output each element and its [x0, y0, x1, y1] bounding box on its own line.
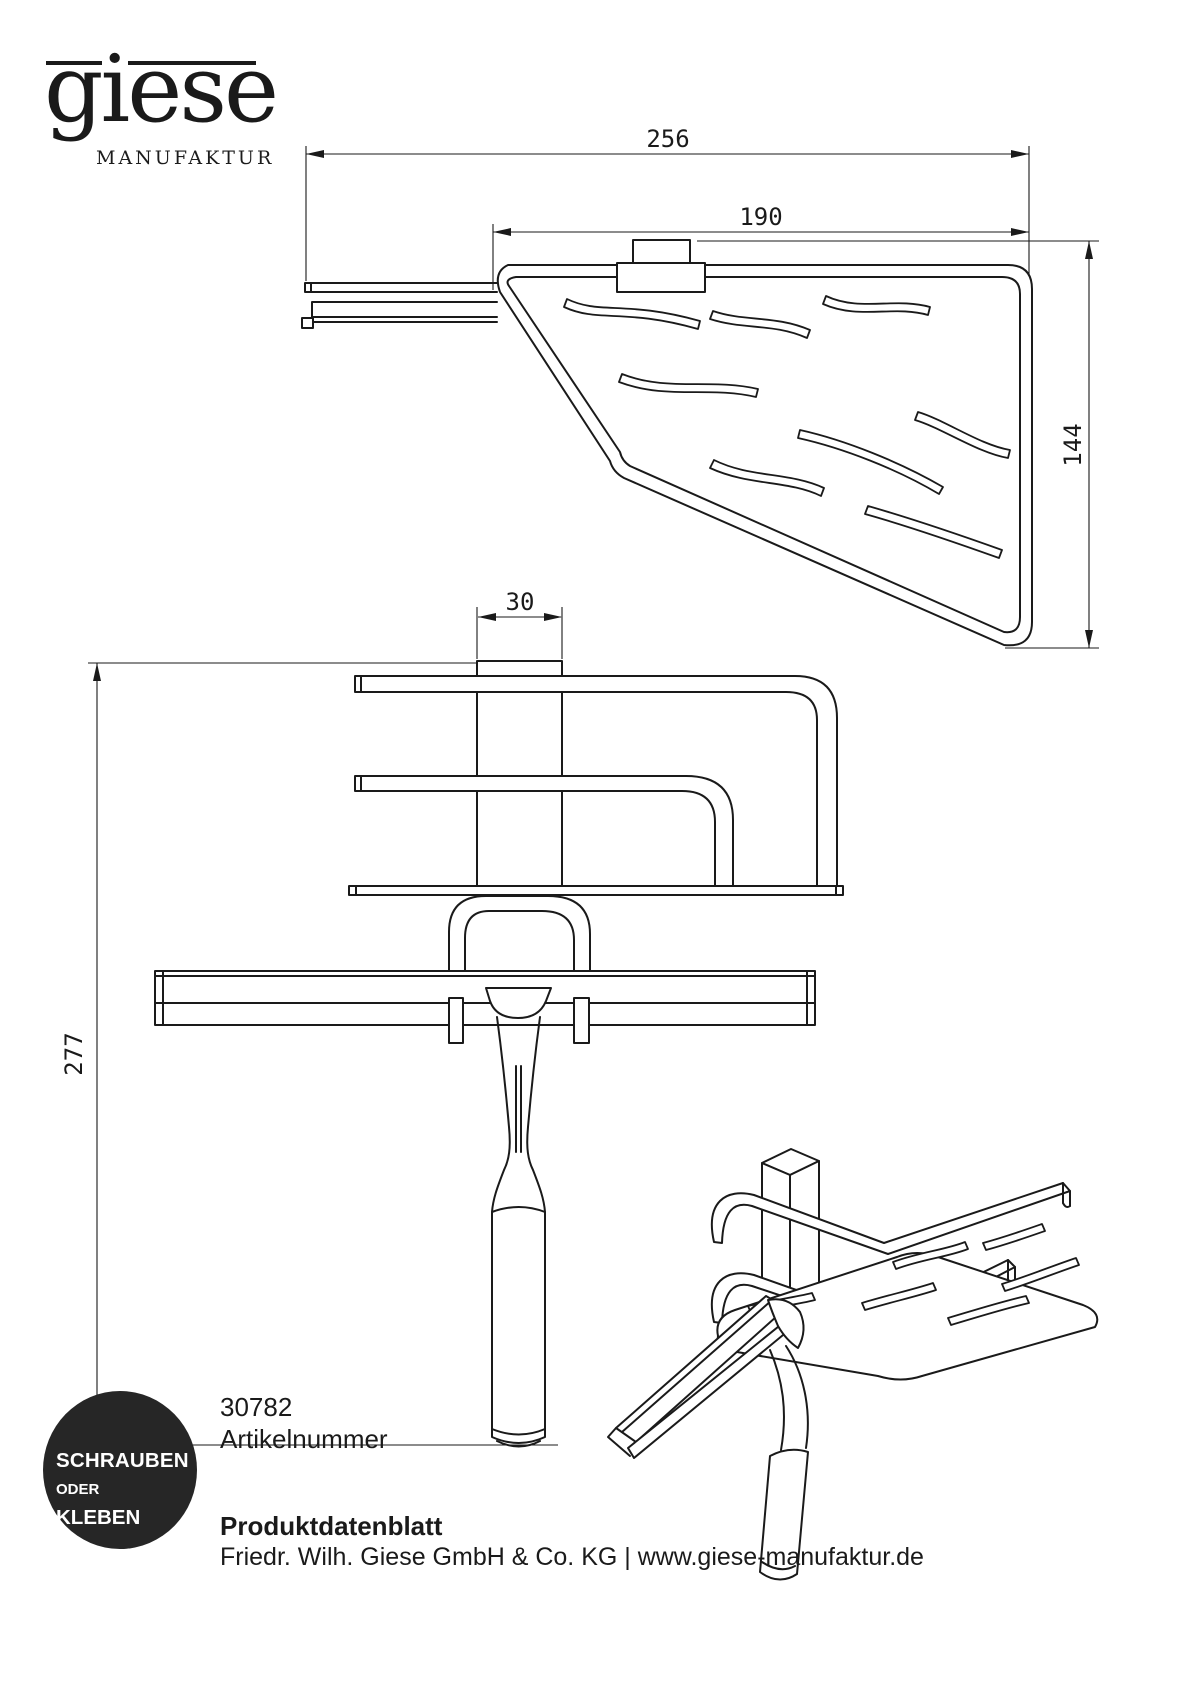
bar-clip-right: [573, 997, 590, 1044]
mounting-badge: SCHRAUBEN ODER KLEBEN: [43, 1391, 197, 1549]
front-view-shelf-plate: [348, 885, 844, 896]
article-number: 30782: [220, 1392, 293, 1422]
perspective-view: [607, 1148, 1099, 1581]
article-label: Artikelnummer: [220, 1424, 388, 1454]
top-view-rail: [301, 282, 498, 329]
dim-label-256: 256: [646, 125, 689, 153]
persp-squeegee: [607, 1295, 809, 1581]
document-title: Produktdatenblatt: [220, 1511, 443, 1541]
clamp-lower-block: [616, 262, 706, 293]
dimension-depth: 144: [697, 240, 1099, 649]
dim-label-30: 30: [506, 588, 535, 616]
bar-clip-left: [448, 997, 464, 1044]
tray-outline: [496, 264, 1033, 647]
dimension-plate-width: 190: [492, 203, 1029, 290]
top-view-tray: [496, 239, 1033, 647]
badge-line-1: SCHRAUBEN: [56, 1449, 189, 1472]
front-view: 277 30: [60, 588, 844, 1448]
logo-wordmark: giese: [44, 35, 279, 143]
squeegee-holder-loop: [448, 895, 591, 972]
dimension-bracket-width: 30: [476, 588, 563, 659]
dim-label-277: 277: [60, 1032, 88, 1075]
company-footer: Friedr. Wilh. Giese GmbH & Co. KG | www.…: [220, 1543, 924, 1571]
dim-label-144: 144: [1059, 423, 1087, 466]
logo-subtitle: MANUFAKTUR: [96, 147, 275, 169]
tray-inner-outline: [506, 276, 1021, 634]
badge-line-3: KLEBEN: [56, 1506, 141, 1529]
logo-rule-right: [128, 61, 256, 65]
persp-tray-plate: [716, 1223, 1099, 1381]
logo-rule-left: [46, 61, 102, 65]
dimension-total-width: 256: [305, 125, 1030, 289]
dim-label-190: 190: [739, 203, 782, 231]
top-view: 256 190 144: [301, 125, 1099, 649]
wall-bracket-post: [476, 660, 563, 889]
persp-upper-rail: [711, 1182, 1071, 1255]
squeegee-bar: [154, 970, 816, 1044]
badge-line-2: ODER: [56, 1481, 100, 1498]
squeegee-handle: [485, 987, 552, 1448]
brand-logo: giese MANUFAKTUR: [44, 34, 284, 174]
clamp-upper-block: [632, 239, 691, 264]
